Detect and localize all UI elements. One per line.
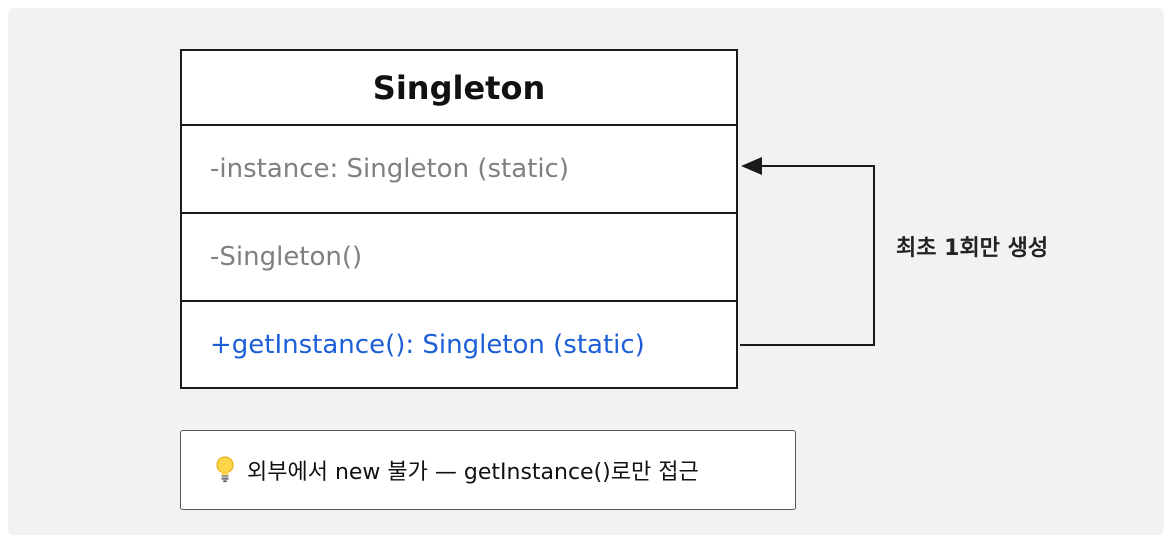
association-label: 최초 1회만 생성	[896, 236, 1049, 261]
class-private-constructor: -Singleton()	[182, 214, 736, 302]
class-name: Singleton	[182, 51, 736, 126]
note-text: 외부에서 new 불가 — getInstance()로만 접근	[247, 460, 699, 485]
class-method-getinstance: +getInstance(): Singleton (static)	[210, 329, 645, 360]
lightbulb-icon	[216, 456, 234, 483]
note-box: 외부에서 new 불가 — getInstance()로만 접근	[180, 430, 796, 510]
class-attribute-instance: -instance: Singleton (static)	[182, 126, 736, 214]
singleton-class-box: Singleton -instance: Singleton (static) …	[180, 49, 738, 389]
